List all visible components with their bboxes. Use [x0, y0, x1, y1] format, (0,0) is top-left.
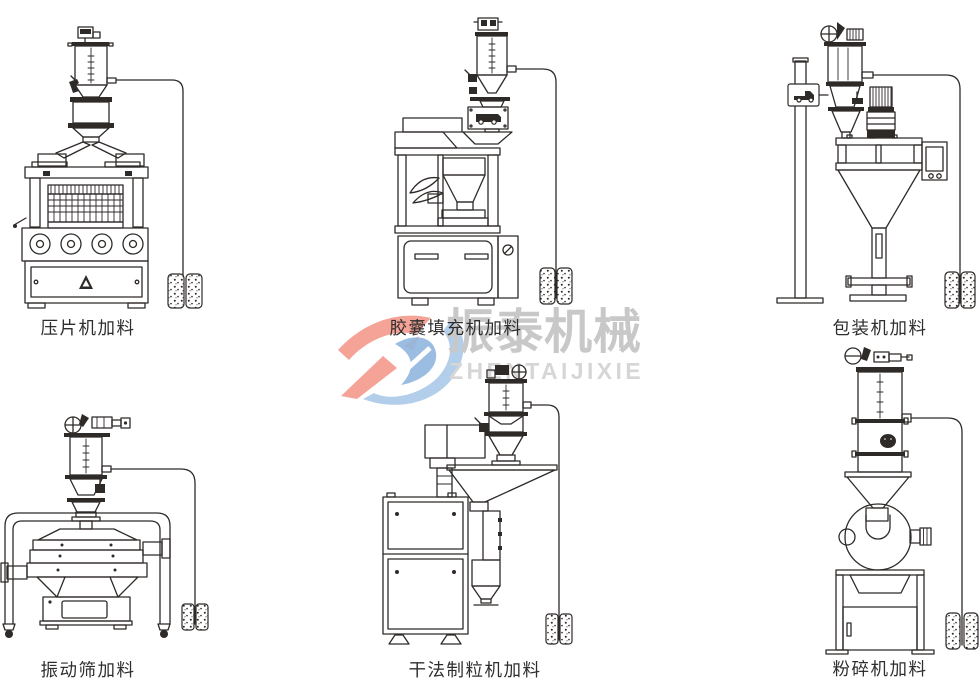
zhentai-logo-icon — [338, 315, 464, 405]
packaging-machine-illustration — [776, 22, 976, 309]
caption-tablet-press: 压片机加料 — [40, 318, 136, 338]
capsule-filler-machine-body — [394, 117, 519, 306]
granulator-vacuum-feeder — [474, 364, 532, 466]
suction-bag — [545, 613, 573, 645]
suction-bag — [944, 271, 976, 309]
pulverizer-vacuum-feeder — [844, 347, 913, 473]
tablet-press-illustration — [13, 26, 203, 309]
pulverizer-machine-body — [825, 471, 935, 655]
suction-hose — [910, 417, 963, 646]
suction-hose — [515, 68, 557, 299]
caption-capsule-filler: 胶囊填充机加料 — [389, 318, 523, 338]
caption-dry-granulator: 干法制粒机加料 — [408, 660, 542, 680]
caption-vibrating-screen: 振动筛加料 — [40, 660, 136, 680]
granulator-machine-body — [382, 424, 558, 645]
auger-filler-frame — [835, 134, 948, 302]
vibrating-screen-illustration — [0, 414, 209, 638]
caption-packaging-machine: 包装机加料 — [832, 318, 928, 338]
suction-hose — [530, 404, 560, 641]
gantry-frame — [2, 512, 171, 638]
tablet-press-vacuum-feeder — [67, 26, 117, 143]
suction-bag — [539, 267, 573, 305]
tablet-press-machine-body — [13, 141, 149, 309]
support-column — [776, 57, 829, 304]
packaging-vacuum-feeder — [820, 22, 874, 139]
suction-bag — [167, 273, 203, 309]
suction-bag — [181, 603, 209, 631]
capsule-filler-vacuum-feeder — [462, 17, 517, 145]
dry-granulator-illustration — [382, 364, 573, 645]
suction-hose — [872, 74, 961, 304]
screen-vacuum-feeder — [64, 414, 131, 530]
feeder-motor — [866, 86, 896, 138]
pulverizer-illustration — [825, 347, 979, 655]
suction-hose — [110, 468, 196, 625]
capsule-filling-machine-illustration — [394, 17, 573, 306]
vibrating-sieve-body — [0, 528, 171, 630]
suction-hose — [115, 79, 184, 303]
suction-bag — [945, 612, 979, 650]
caption-pulverizer: 粉碎机加料 — [832, 659, 928, 679]
watermark-brand-name: 振泰机械 — [446, 306, 643, 359]
